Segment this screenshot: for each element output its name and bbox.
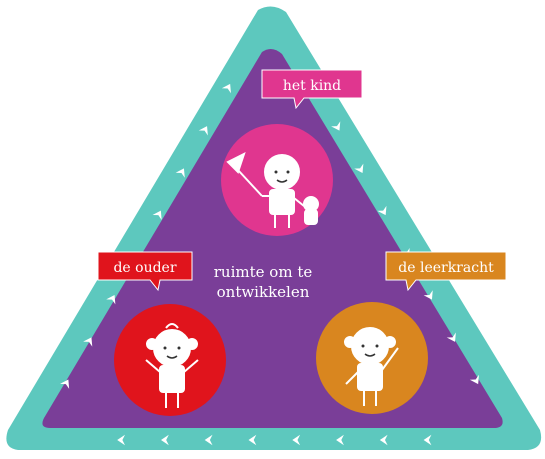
- arrow-chevron-icon: [354, 163, 364, 173]
- arrow-chevron-icon: [423, 290, 433, 300]
- arrow-chevron-icon: [198, 126, 208, 136]
- arrow-chevron-icon: [331, 121, 341, 131]
- node-child: het kind: [221, 69, 363, 236]
- parent-label: de ouder: [113, 260, 176, 276]
- arrow-chevron-icon: [60, 379, 70, 389]
- arrow-chevron-icon: [248, 434, 257, 446]
- parent-label-bubble: [97, 251, 193, 292]
- teacher-label: de leerkracht: [398, 260, 494, 276]
- arrow-chevron-icon: [152, 210, 162, 220]
- arrow-chevron-icon: [161, 434, 169, 446]
- child-label-bubble: [261, 69, 363, 110]
- arrow-chevron-icon: [83, 337, 93, 347]
- arrow-chevron-icon: [446, 332, 456, 342]
- arrow-chevron-icon: [377, 205, 387, 216]
- arrow-chevron-icon: [106, 295, 116, 305]
- arrow-chevron-icon: [175, 168, 185, 178]
- arrow-chevron-icon: [292, 434, 301, 446]
- arrow-chevron-icon: [204, 434, 213, 446]
- arrow-chevron-icon: [379, 434, 388, 446]
- child-label: het kind: [283, 78, 341, 94]
- arrow-chevron-icon: [336, 434, 344, 446]
- child-with-kite-icon: [226, 151, 319, 228]
- center-text-line-2: ontwikkelen: [217, 283, 310, 301]
- child-waving-icon: [344, 327, 399, 406]
- inner-triangle: [42, 48, 503, 428]
- child-arms-raised-icon: [145, 323, 199, 408]
- arrow-chevron-icon: [469, 374, 479, 385]
- arrow-chevron-icon: [423, 434, 432, 446]
- arrow-chevron-icon: [221, 83, 231, 94]
- node-parent: de ouder: [97, 251, 226, 416]
- node-teacher: de leerkracht: [316, 251, 507, 414]
- center-text-line-1: ruimte om te: [214, 263, 313, 281]
- teacher-label-bubble: [385, 251, 507, 292]
- arrow-chevron-icon: [117, 434, 125, 446]
